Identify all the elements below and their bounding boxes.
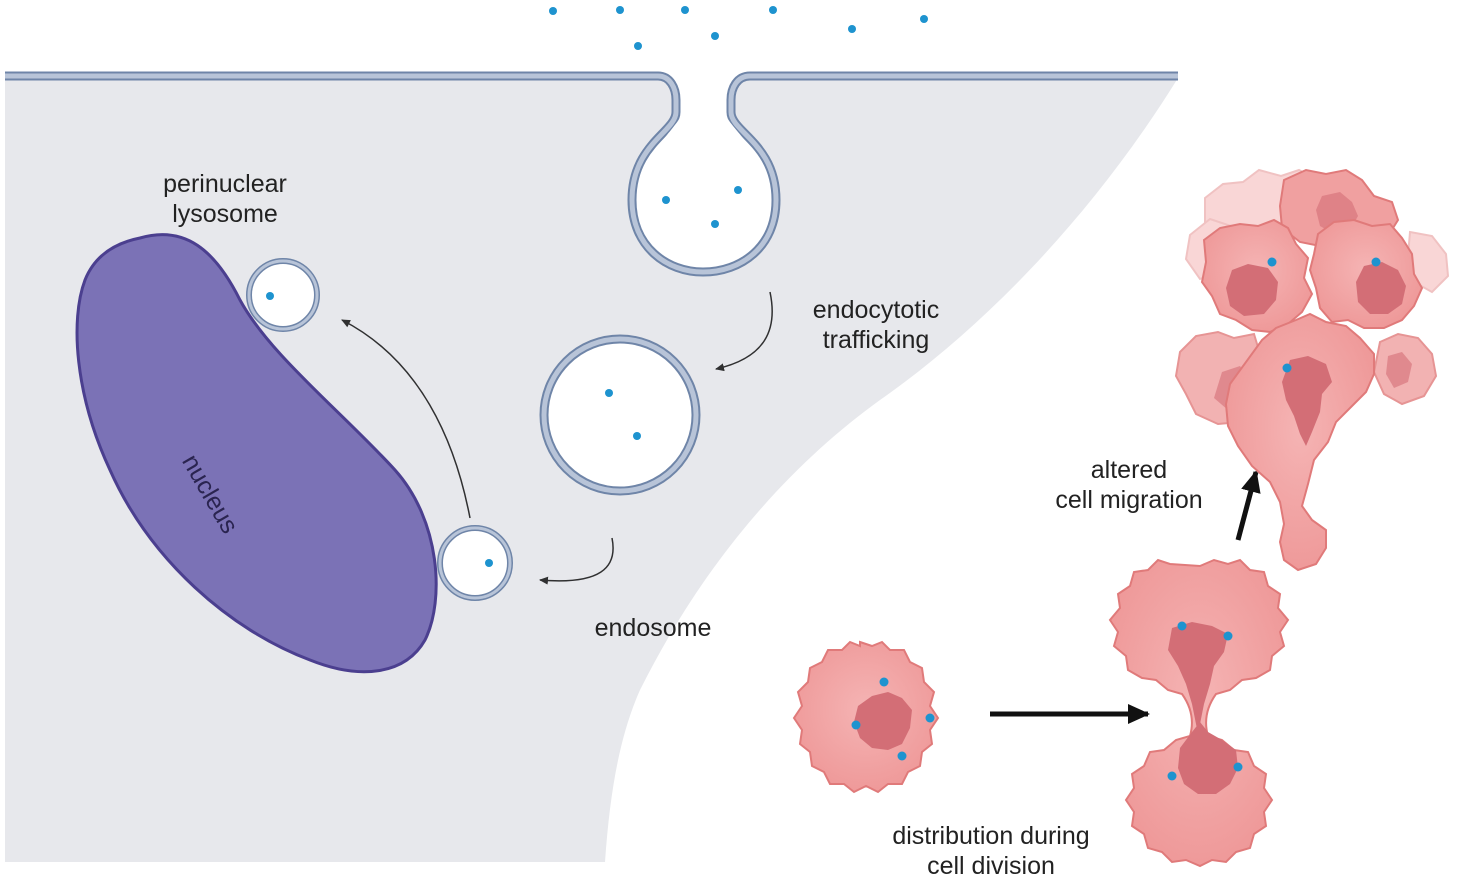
particle [734, 186, 742, 194]
particle [897, 751, 907, 761]
arrow-to-migration [1235, 470, 1261, 541]
particle [662, 196, 670, 204]
perinuclear-lysosome [246, 258, 320, 332]
extracellular-particles [549, 6, 928, 50]
dividing-cell [1108, 558, 1290, 868]
particle [711, 220, 719, 228]
particle [605, 389, 613, 397]
particle [848, 25, 856, 33]
label-line: endocytotic [812, 296, 940, 324]
particle [1282, 363, 1292, 373]
single-cell [792, 640, 940, 794]
particle [879, 677, 889, 687]
particle [616, 6, 624, 14]
particle [633, 432, 641, 440]
label-line: trafficking [822, 326, 930, 354]
label-line: altered [1090, 456, 1168, 484]
particle [1233, 762, 1243, 772]
particle [1267, 257, 1277, 267]
pit-particles [662, 186, 742, 228]
small-endosome [437, 525, 513, 601]
particle [920, 15, 928, 23]
nucleus [75, 233, 438, 674]
label-line: distribution during [892, 822, 1090, 850]
label-endocytotic-trafficking: endocytotic trafficking [786, 294, 966, 356]
particle [1371, 257, 1381, 267]
label-line: cell division [927, 852, 1055, 880]
particle [266, 292, 274, 300]
arrow-endosome-to-lysosome [341, 319, 471, 519]
particle [1167, 771, 1177, 781]
particle [681, 6, 689, 14]
arrow-trafficking-to-endosome [715, 291, 773, 372]
pit-lumen [642, 100, 766, 262]
label-perinuclear-lysosome: perinuclear lysosome [140, 168, 310, 230]
particle [925, 713, 935, 723]
label-line: perinuclear [163, 170, 287, 198]
particle [769, 6, 777, 14]
arrow-endosome-to-small [539, 537, 614, 585]
particle [851, 720, 861, 730]
particle [549, 7, 557, 15]
particle [1177, 621, 1187, 631]
particle [485, 559, 493, 567]
particle [1223, 631, 1233, 641]
label-line: lysosome [172, 200, 278, 228]
label-line: cell migration [1055, 486, 1203, 514]
migrating-cell-cluster [1174, 168, 1450, 572]
particle [634, 42, 642, 50]
large-endosome [539, 334, 701, 496]
label-endosome: endosome [594, 614, 712, 642]
label-altered-cell-migration: altered cell migration [1024, 454, 1234, 516]
particle [711, 32, 719, 40]
label-distribution-during-cell-division: distribution during cell division [860, 820, 1122, 882]
